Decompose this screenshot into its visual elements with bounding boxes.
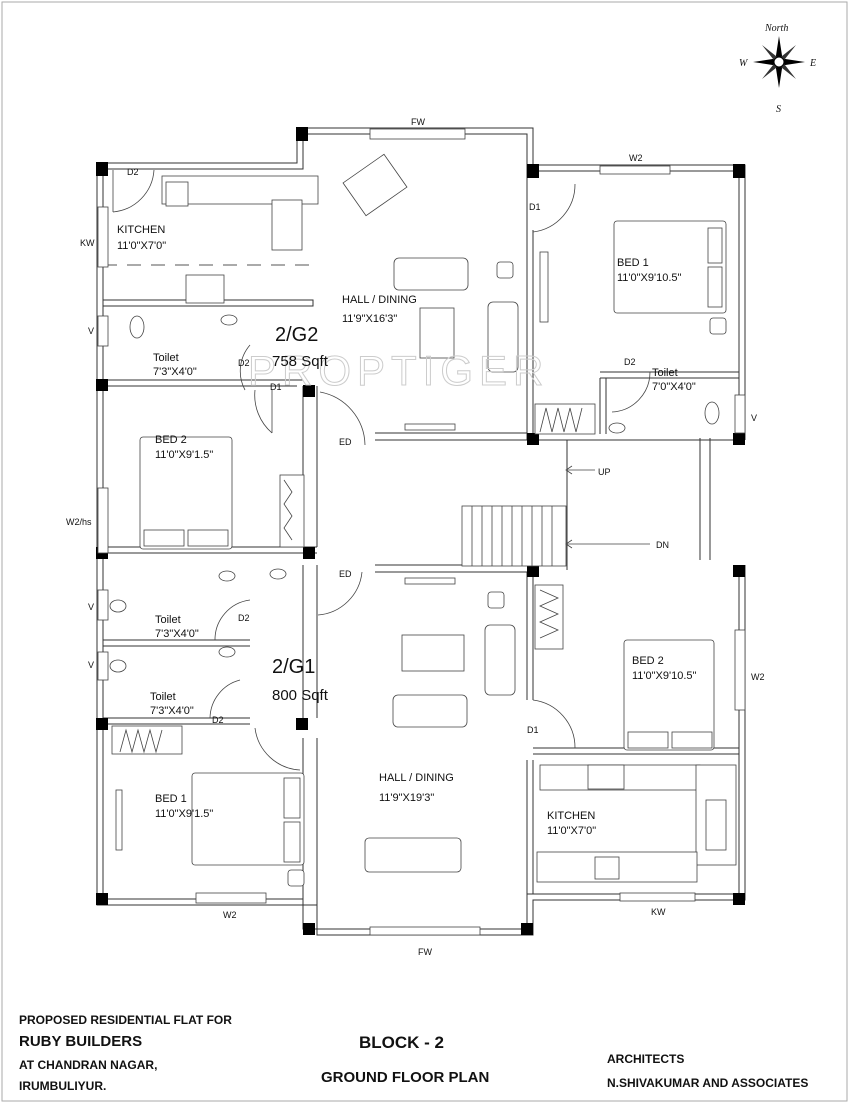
compass-south: S bbox=[776, 104, 781, 115]
room-bed2-g1: BED 2 bbox=[632, 655, 664, 667]
compass-rose-icon bbox=[753, 36, 805, 88]
flat-2-g1: ED V Toilet 7'3"X4'0" D2 V Toilet 7'3"X4… bbox=[88, 569, 765, 957]
label-d2-toilet1: D2 bbox=[238, 613, 250, 623]
label-w2hs: W2/hs bbox=[66, 517, 92, 527]
flat-g1-area: 800 Sqft bbox=[272, 687, 329, 704]
label-d2-toilet-left: D2 bbox=[238, 358, 250, 368]
label-v-left: V bbox=[88, 326, 94, 336]
room-hall-g1: HALL / DINING bbox=[379, 772, 454, 784]
flat-g2-area: 758 Sqft bbox=[272, 353, 329, 370]
label-d1-bed2: D1 bbox=[270, 382, 282, 392]
label-d1-bed1: D1 bbox=[529, 202, 541, 212]
room-kitchen-g1-size: 11'0"X7'0" bbox=[547, 825, 596, 837]
flat-2-g2: FW W2 D1 D2 KW KITCHEN 11'0"X7'0" HALL /… bbox=[66, 117, 757, 527]
room-toilet-g2-right-size: 7'0"X4'0" bbox=[652, 381, 696, 393]
title-architects: N.SHIVAKUMAR AND ASSOCIATES bbox=[607, 1076, 808, 1090]
staircase bbox=[461, 465, 650, 567]
label-d2-toilet-right: D2 bbox=[624, 357, 636, 367]
title-proposed: PROPOSED RESIDENTIAL FLAT FOR bbox=[19, 1013, 232, 1027]
room-hall-g2: HALL / DINING bbox=[342, 294, 417, 306]
stair-down-label: DN bbox=[656, 540, 669, 550]
flat-g2-name: 2/G2 bbox=[275, 324, 318, 346]
label-w2-bottom: W2 bbox=[223, 910, 237, 920]
room-toilet-g2-left: Toilet bbox=[153, 352, 179, 364]
room-kitchen-g1: KITCHEN bbox=[547, 810, 595, 822]
title-client: RUBY BUILDERS bbox=[19, 1033, 142, 1050]
room-bed2-g1-size: 11'0"X9'10.5" bbox=[632, 670, 697, 682]
room-kitchen-g2-size: 11'0"X7'0" bbox=[117, 240, 166, 252]
room-toilet1-g1: Toilet bbox=[155, 614, 181, 626]
room-bed1-g2-size: 11'0"X9'10.5" bbox=[617, 272, 682, 284]
label-v2-g1: V bbox=[88, 660, 94, 670]
label-d1-g1: D1 bbox=[527, 725, 539, 735]
room-bed1-g1: BED 1 bbox=[155, 793, 187, 805]
structural-columns bbox=[96, 127, 745, 935]
room-bed1-g2: BED 1 bbox=[617, 257, 649, 269]
room-toilet2-g1: Toilet bbox=[150, 691, 176, 703]
room-toilet1-g1-size: 7'3"X4'0" bbox=[155, 628, 199, 640]
flat-g1-name: 2/G1 bbox=[272, 656, 315, 678]
room-kitchen-g2: KITCHEN bbox=[117, 224, 165, 236]
label-fw-bottom: FW bbox=[418, 947, 432, 957]
label-v1-g1: V bbox=[88, 602, 94, 612]
label-w2-right: W2 bbox=[751, 672, 765, 682]
wardrobes bbox=[111, 403, 596, 755]
room-bed2-g2-size: 11'0"X9'1.5" bbox=[155, 449, 213, 461]
room-toilet-g2-right: Toilet bbox=[652, 367, 678, 379]
windows bbox=[97, 128, 746, 936]
title-plan-name: GROUND FLOOR PLAN bbox=[321, 1069, 489, 1086]
compass-west: W bbox=[739, 58, 749, 69]
label-w2-bed1: W2 bbox=[629, 153, 643, 163]
label-ed-g1: ED bbox=[339, 569, 352, 579]
title-block: PROPOSED RESIDENTIAL FLAT FOR RUBY BUILD… bbox=[19, 1013, 808, 1093]
title-location-2: IRUMBULIYUR. bbox=[19, 1079, 106, 1093]
label-kw: KW bbox=[80, 238, 95, 248]
label-v-right: V bbox=[751, 413, 757, 423]
room-toilet2-g1-size: 7'3"X4'0" bbox=[150, 705, 194, 717]
label-d2-kitchen: D2 bbox=[127, 167, 139, 177]
label-d2-toilet2: D2 bbox=[212, 715, 224, 725]
label-fw-top: FW bbox=[411, 117, 425, 127]
room-hall-g2-size: 11'9"X16'3" bbox=[342, 313, 397, 325]
compass-north: North bbox=[764, 23, 788, 34]
room-toilet-g2-left-size: 7'3"X4'0" bbox=[153, 366, 197, 378]
watermark: PROPTIGER bbox=[248, 347, 549, 394]
furniture bbox=[109, 153, 737, 887]
compass-east: E bbox=[809, 58, 816, 69]
room-bed2-g2: BED 2 bbox=[155, 434, 187, 446]
room-bed1-g1-size: 11'0"X9'1.5" bbox=[155, 808, 213, 820]
doors bbox=[112, 169, 651, 771]
title-architects-label: ARCHITECTS bbox=[607, 1052, 684, 1066]
title-location-1: AT CHANDRAN NAGAR, bbox=[19, 1058, 157, 1072]
stair-up-label: UP bbox=[598, 467, 611, 477]
label-kw-g1: KW bbox=[651, 907, 666, 917]
label-ed-g2: ED bbox=[339, 437, 352, 447]
room-hall-g1-size: 11'9"X19'3" bbox=[379, 792, 434, 804]
title-block-number: BLOCK - 2 bbox=[359, 1033, 444, 1052]
